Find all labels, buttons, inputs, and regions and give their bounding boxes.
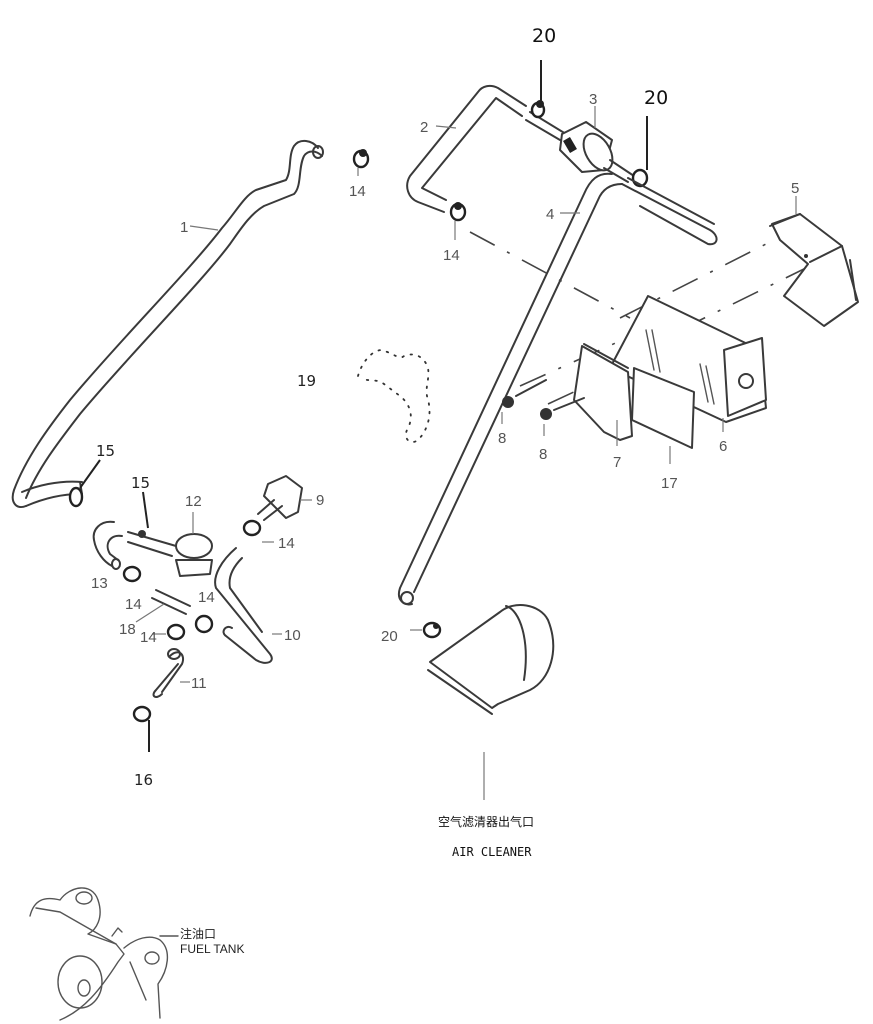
callout-7: 7 bbox=[613, 454, 621, 471]
callout-1: 1 bbox=[180, 219, 188, 236]
bracket-5 bbox=[769, 213, 859, 327]
hose-2 bbox=[406, 84, 527, 213]
callout-19: 19 bbox=[297, 372, 316, 390]
callout-8b: 8 bbox=[539, 446, 547, 463]
callout-20-bottom: 20 bbox=[381, 628, 398, 645]
callout-18: 18 bbox=[119, 621, 136, 638]
clamp-20-top-left bbox=[530, 100, 546, 119]
callout-14-lower: 14 bbox=[140, 629, 157, 646]
callout-15-a: 15 bbox=[96, 442, 115, 460]
pipe-18 bbox=[151, 589, 191, 615]
callout-2: 2 bbox=[420, 119, 428, 136]
callout-14-under-13: 14 bbox=[125, 596, 142, 613]
callout-4: 4 bbox=[546, 206, 554, 223]
callout-15-b: 15 bbox=[131, 474, 150, 492]
hose-11 bbox=[152, 648, 184, 698]
air-cleaner-caption-en: AIR CLEANER bbox=[452, 845, 532, 859]
callout-17: 17 bbox=[661, 475, 678, 492]
callout-12: 12 bbox=[185, 493, 202, 510]
hose-4 bbox=[398, 172, 718, 606]
air-cleaner-caption-cn: 空气滤清器出气口 bbox=[438, 814, 534, 829]
clamp-14-lower bbox=[166, 623, 186, 641]
callout-8a: 8 bbox=[498, 430, 506, 447]
clamp-14-hose2 bbox=[449, 202, 467, 222]
clamp-16 bbox=[132, 705, 152, 723]
callout-14-hose2: 14 bbox=[443, 247, 460, 264]
cover-plate-7 bbox=[573, 343, 633, 441]
callout-6: 6 bbox=[719, 438, 727, 455]
pad-17 bbox=[631, 367, 695, 449]
callout-14-near-9: 14 bbox=[278, 535, 295, 552]
callout-20-top-left: 20 bbox=[532, 25, 556, 47]
clamp-20-bottom bbox=[422, 621, 442, 639]
clamp-15-a bbox=[68, 486, 84, 508]
clamp-14-right-of-18 bbox=[194, 614, 214, 634]
leader-1 bbox=[189, 225, 219, 231]
fuel-filter-3 bbox=[525, 111, 635, 183]
fuel-tank-sketch bbox=[29, 887, 179, 1021]
clamp-14-top bbox=[352, 149, 370, 169]
callout-20-top-right: 20 bbox=[644, 87, 668, 109]
air-cleaner-outlet bbox=[427, 604, 555, 715]
callout-16: 16 bbox=[134, 771, 153, 789]
fuel-tank-caption-en: FUEL TANK bbox=[180, 942, 244, 956]
callout-9: 9 bbox=[316, 492, 324, 509]
callout-14-right-of-18: 14 bbox=[198, 589, 215, 606]
callout-10: 10 bbox=[284, 627, 301, 644]
callout-5: 5 bbox=[791, 180, 799, 197]
valve-12 bbox=[127, 530, 213, 577]
dotted-outline-19 bbox=[357, 349, 431, 443]
clamp-14-under-13 bbox=[122, 565, 142, 583]
callout-11: 11 bbox=[191, 675, 207, 692]
screw-8b bbox=[540, 397, 585, 420]
hose-1 bbox=[11, 140, 324, 508]
hose-13 bbox=[92, 520, 123, 570]
clamp-14-near-9 bbox=[242, 519, 262, 537]
callout-14-top: 14 bbox=[349, 183, 366, 200]
canister-6 bbox=[609, 295, 767, 423]
hose-10 bbox=[214, 547, 273, 664]
callout-3: 3 bbox=[589, 91, 597, 108]
screw-8a bbox=[502, 379, 547, 408]
fuel-tank-caption-cn: 注油口 bbox=[180, 926, 216, 941]
cap-9 bbox=[257, 475, 303, 521]
callout-13: 13 bbox=[91, 575, 108, 592]
